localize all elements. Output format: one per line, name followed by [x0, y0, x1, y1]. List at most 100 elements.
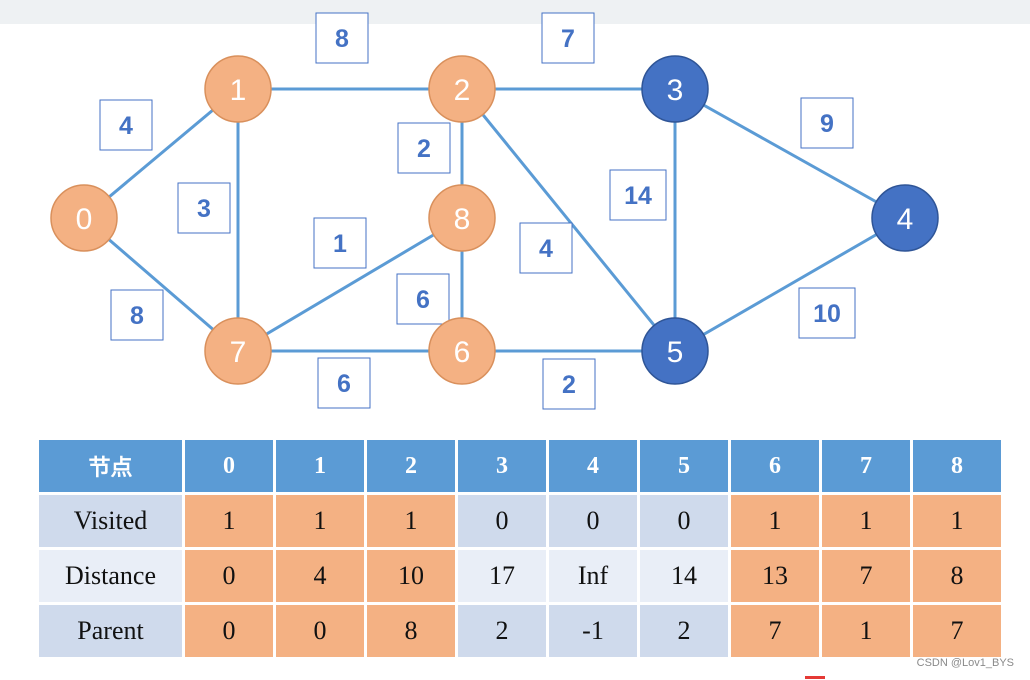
table-cell: 13 [728, 547, 822, 605]
edge-3-4 [674, 87, 906, 220]
edge-weight-3-5: 14 [609, 169, 667, 221]
node-3: 3 [641, 55, 709, 123]
node-7: 7 [204, 317, 272, 385]
edge-weight-7-6: 6 [317, 357, 371, 409]
weight-label: 4 [119, 112, 133, 140]
node-circle [871, 184, 939, 252]
red-mark [805, 676, 825, 679]
node-label: 6 [454, 336, 471, 369]
node-label: 4 [897, 203, 914, 236]
table-cell: 7 [728, 602, 822, 660]
weight-box [317, 357, 371, 409]
node-5: 5 [641, 317, 709, 385]
node-4: 4 [871, 184, 939, 252]
row-label: Distance [36, 547, 185, 605]
node-circle [641, 317, 709, 385]
row-label: Parent [36, 602, 185, 660]
node-circle [428, 317, 496, 385]
table-cell: 1 [910, 492, 1004, 550]
weight-box [609, 169, 667, 221]
nodes-layer: 0 1 2 3 4 5 6 7 8 [50, 55, 939, 385]
header-col-8: 8 [910, 437, 1004, 495]
node-0: 0 [50, 184, 118, 252]
top-strip [0, 0, 1030, 24]
edge-0-7 [83, 216, 239, 353]
node-label: 3 [667, 74, 684, 107]
node-2: 2 [428, 55, 496, 123]
header-col-3: 3 [455, 437, 549, 495]
table-cell: 0 [546, 492, 640, 550]
table-cell: 2 [637, 602, 731, 660]
edge-weight-5-4: 10 [798, 287, 856, 339]
table-cell: 1 [273, 492, 367, 550]
header-col-0: 0 [182, 437, 276, 495]
edge-weight-8-6: 6 [396, 273, 450, 325]
weight-label: 9 [820, 110, 834, 138]
node-8: 8 [428, 184, 496, 252]
node-circle [204, 317, 272, 385]
node-circle [641, 55, 709, 123]
weight-label: 7 [561, 25, 575, 53]
node-label: 7 [230, 336, 247, 369]
header-col-1: 1 [273, 437, 367, 495]
weight-box [177, 182, 231, 234]
edge-2-5 [460, 88, 677, 352]
weight-box [541, 12, 595, 64]
node-circle [204, 55, 272, 123]
node-circle [428, 55, 496, 123]
weight-label: 6 [337, 370, 351, 398]
node-6: 6 [428, 317, 496, 385]
table-cell: 1 [182, 492, 276, 550]
watermark: CSDN @Lov1_BYS [916, 657, 1014, 669]
header-col-4: 4 [546, 437, 640, 495]
weight-label: 3 [197, 195, 211, 223]
weight-label: 6 [416, 286, 430, 314]
table-cell: 2 [455, 602, 549, 660]
node-1: 1 [204, 55, 272, 123]
weight-box [396, 273, 450, 325]
weight-box [397, 122, 451, 174]
weight-label: 10 [813, 300, 841, 328]
table-cell: 1 [819, 602, 913, 660]
header-col-5: 5 [637, 437, 731, 495]
header-col-2: 2 [364, 437, 458, 495]
node-label: 2 [454, 74, 471, 107]
node-label: 8 [454, 203, 471, 236]
table-cell: 0 [455, 492, 549, 550]
edge-weight-6-5: 2 [542, 358, 596, 410]
weight-label: 1 [333, 230, 347, 258]
weight-label: 2 [562, 371, 576, 399]
table-cell: 0 [182, 602, 276, 660]
table-cell: 4 [273, 547, 367, 605]
node-label: 1 [230, 74, 247, 107]
weight-label: 4 [539, 235, 553, 263]
header-node-label: 节点 [36, 437, 185, 495]
edge-weight-2-8: 2 [397, 122, 451, 174]
table-cell: 1 [728, 492, 822, 550]
header-col-7: 7 [819, 437, 913, 495]
table-cell: 0 [182, 547, 276, 605]
edges-layer [83, 87, 906, 353]
node-circle [50, 184, 118, 252]
edge-weight-0-1: 4 [99, 99, 153, 151]
weight-box [800, 97, 854, 149]
table-cell: 0 [273, 602, 367, 660]
weight-label: 2 [417, 135, 431, 163]
table-cell: -1 [546, 602, 640, 660]
table-cell: Inf [546, 547, 640, 605]
node-circle [428, 184, 496, 252]
edge-weight-2-3: 7 [541, 12, 595, 64]
table-cell: 1 [819, 492, 913, 550]
table-cell: 1 [364, 492, 458, 550]
edge-5-4 [674, 216, 906, 353]
table-cell: 0 [637, 492, 731, 550]
weight-label: 8 [130, 302, 144, 330]
weight-box [99, 99, 153, 151]
edge-weight-2-5: 4 [519, 222, 573, 274]
table-cell: 8 [364, 602, 458, 660]
